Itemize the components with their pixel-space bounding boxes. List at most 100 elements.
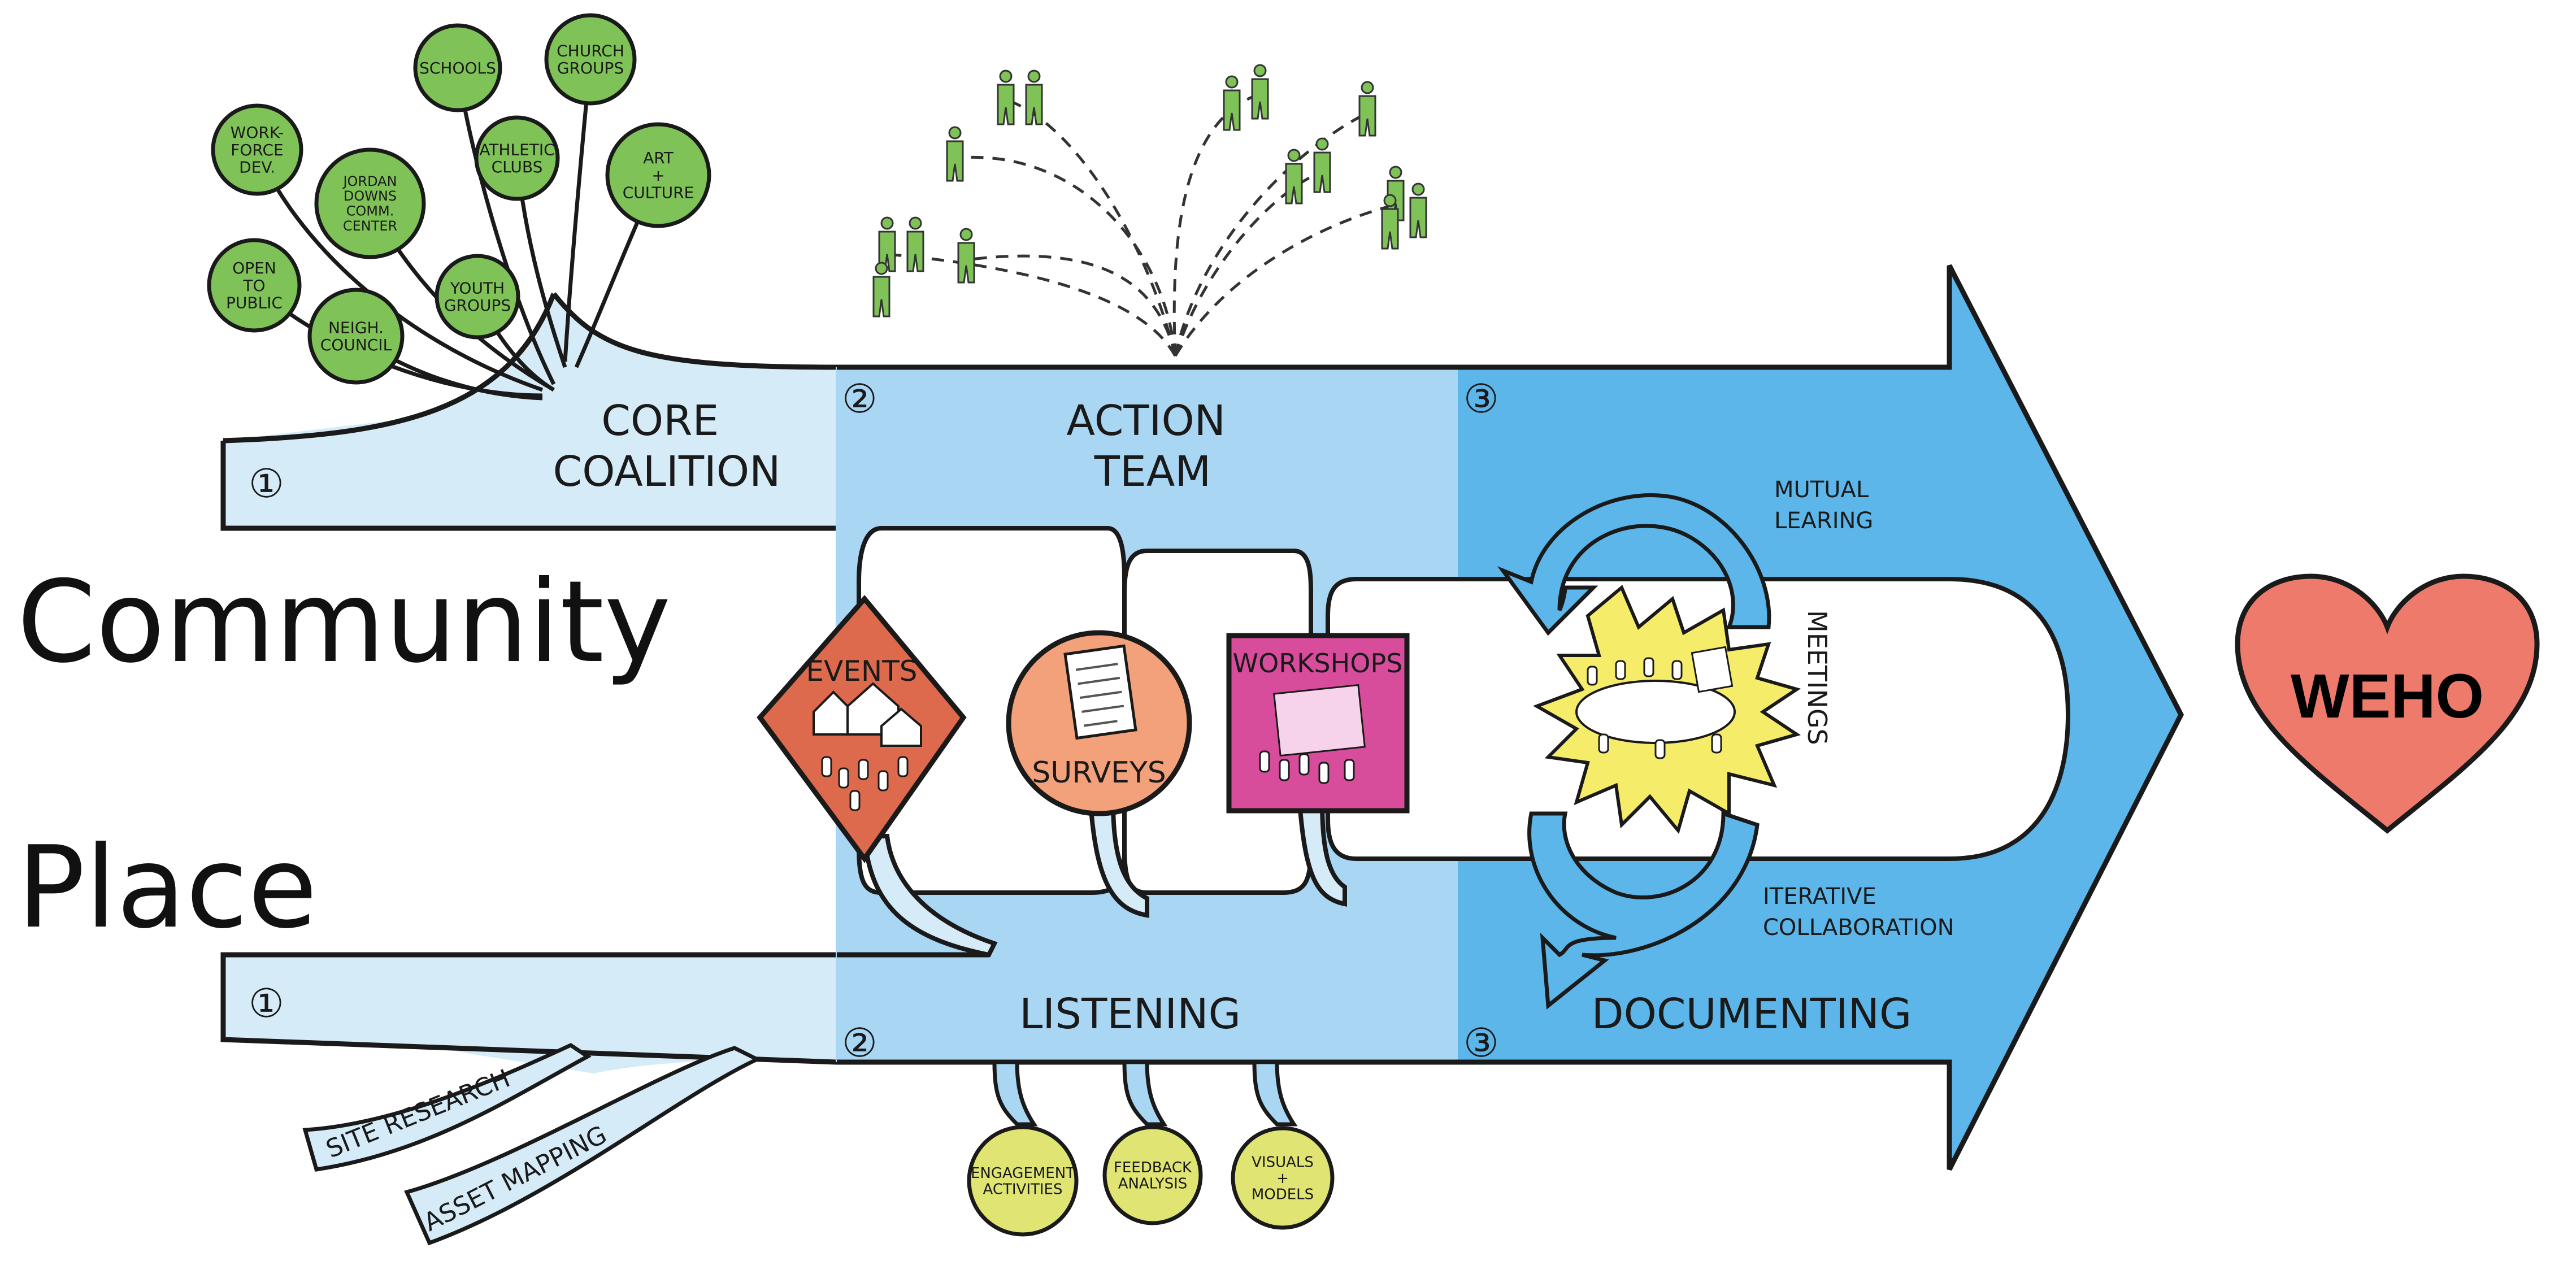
community-label: Community	[17, 556, 671, 688]
community-circle-label-line: COUNCIL	[320, 336, 392, 354]
community-circle-label-line: SCHOOLS	[419, 59, 496, 77]
listening-output-label-line: ENGAGEMENT	[971, 1165, 1075, 1182]
community-circle-label-line: GROUPS	[444, 296, 511, 315]
community-circle-label-line: OPEN	[232, 259, 276, 277]
site-research-ribbon	[302, 1043, 592, 1172]
community-circle-label-line: COMM.	[346, 203, 394, 219]
person-figure-icon	[997, 69, 1015, 125]
events-people-icon	[821, 756, 909, 811]
stage-number-2-lower: ②	[842, 1020, 878, 1066]
workshops-label: WORKSHOPS	[1233, 648, 1403, 679]
community-circle-label-line: TO	[242, 276, 265, 295]
person-body	[1025, 84, 1043, 125]
meetings-label: MEETINGS	[1802, 610, 1832, 745]
person-head	[1383, 194, 1397, 207]
community-circle-label-line: DEV.	[239, 158, 275, 177]
community-group-neigh: NEIGH.COUNCIL	[307, 288, 405, 385]
weho-label: WEHO	[2291, 662, 2484, 731]
community-circle-label-line: +	[651, 166, 664, 185]
stage-number-3-upper: ③	[1463, 376, 1499, 422]
community-circle-label-line: ART	[643, 149, 674, 167]
community-circle-label-line: DOWNS	[344, 188, 397, 204]
meeting-board-icon	[1691, 646, 1734, 693]
person-head	[948, 126, 962, 140]
community-circle	[307, 288, 405, 385]
community-circle-label-line: NEIGH.	[328, 318, 384, 337]
events-activity: EVENTS	[757, 595, 967, 863]
person-head	[1027, 69, 1041, 83]
person-figure-icon	[1223, 75, 1241, 131]
core-coalition-line-1: CORE	[601, 397, 719, 445]
person-body	[1313, 151, 1331, 193]
community-circle-label-line: PUBLIC	[226, 294, 283, 312]
community-circle	[474, 115, 560, 201]
person-figure-icon	[1358, 81, 1376, 137]
listening-output-label-line: VISUALS	[1252, 1154, 1314, 1171]
listening-output-label-line: ANALYSIS	[1118, 1175, 1188, 1192]
upper-band-outline	[220, 441, 836, 531]
person-head	[1253, 64, 1267, 77]
surveys-activity: SURVEYS	[1006, 630, 1192, 816]
place-label: Place	[17, 822, 318, 954]
person-body	[1358, 95, 1376, 137]
listening-output-circle	[1102, 1125, 1203, 1225]
person-figure-icon	[1025, 69, 1043, 125]
listening-output-label-line: +	[1276, 1170, 1289, 1187]
community-circle-label: SCHOOLS	[419, 59, 496, 77]
person-figure-icon	[1313, 137, 1331, 193]
iterative-collaboration-arrow	[1527, 811, 1760, 1010]
stage-number-1-upper: ①	[249, 460, 284, 507]
person-head	[1225, 75, 1239, 89]
person-head	[1361, 81, 1374, 94]
person-body	[1409, 197, 1427, 238]
community-circle	[605, 122, 711, 228]
main-arrow-outline	[551, 264, 2184, 1171]
community-circle	[435, 254, 520, 340]
people-cluster	[887, 94, 1402, 357]
community-circle-label-line: CENTER	[343, 218, 397, 234]
person-head	[909, 216, 922, 230]
person-body	[1381, 208, 1399, 250]
upper-band-sweep	[223, 294, 836, 528]
listening-label: LISTENING	[1019, 990, 1241, 1038]
iterative-line-2: COLLABORATION	[1763, 915, 1954, 941]
listening-output-label: VISUALS+MODELS	[1252, 1154, 1314, 1203]
meeting-people-icon	[1587, 657, 1722, 759]
mutual-learing-label: MUTUAL LEARING	[1774, 477, 1876, 534]
community-circle	[413, 23, 502, 112]
person-figure-icon	[1285, 149, 1303, 205]
community-group-schools: SCHOOLS	[413, 23, 502, 112]
person-body	[957, 242, 975, 284]
person-head	[1389, 166, 1402, 179]
stage-number-3-lower: ③	[1463, 1020, 1499, 1066]
person-figure-icon	[946, 126, 964, 182]
meetings-activity: MEETINGS	[1532, 585, 1832, 834]
listening-output-circle	[967, 1125, 1079, 1237]
community-circle-label-line: WORK-	[231, 123, 284, 142]
person-body	[906, 231, 924, 272]
community-circle	[314, 147, 426, 259]
listening-output-label-line: ACTIVITIES	[983, 1181, 1063, 1198]
mutual-line-2: LEARING	[1774, 508, 1873, 534]
asset-mapping-ribbon	[404, 1046, 762, 1246]
upper-band-top-outline	[223, 293, 557, 443]
community-circle	[207, 238, 302, 333]
community-circle-label-line: ATHLETIC	[479, 140, 554, 159]
clipboard-icon	[1063, 644, 1137, 740]
person-body	[1223, 89, 1241, 131]
person-figure-icon	[957, 228, 975, 284]
mutual-learning-arrow	[1497, 493, 1771, 636]
community-circle-label-line: FORCE	[231, 141, 283, 159]
events-houses-icon	[813, 682, 922, 747]
